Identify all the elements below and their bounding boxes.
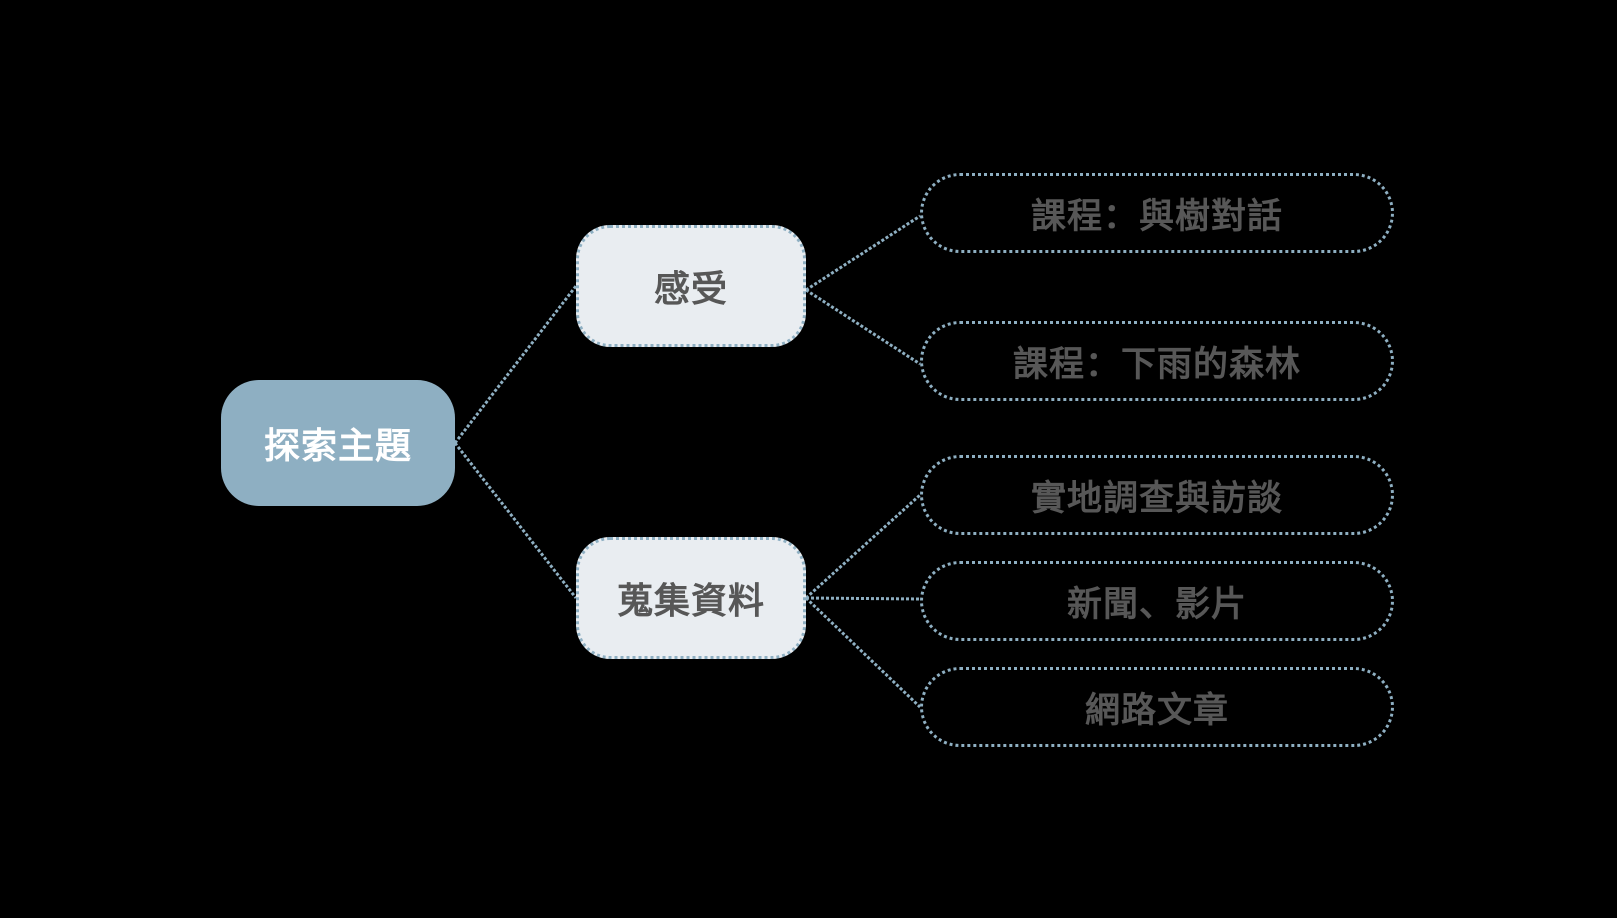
connector-collect-to-leaf-4: [805, 596, 921, 601]
leaf-label: 課程：與樹對話: [1030, 196, 1283, 237]
leaf-node-field-survey[interactable]: 實地調查與訪談: [920, 455, 1394, 535]
leaf-label: 課程：下雨的森林: [1012, 344, 1301, 385]
leaf-label: 網路文章: [1084, 690, 1229, 731]
leaf-node-web-articles[interactable]: 網路文章: [920, 667, 1394, 747]
leaf-node-rainy-forest[interactable]: 課程：下雨的森林: [920, 321, 1394, 401]
root-topic-label: 探索主題: [263, 426, 412, 467]
leaf-node-talk-with-trees[interactable]: 課程：與樹對話: [920, 173, 1394, 253]
leaf-node-news-videos[interactable]: 新聞、影片: [920, 561, 1394, 641]
branch-label-collect: 蒐集資料: [616, 581, 765, 622]
leaf-label: 新聞、影片: [1066, 584, 1247, 625]
connector-feel-to-leaf-2: [805, 288, 921, 366]
connector-feel-to-leaf-1: [805, 214, 921, 292]
leaf-label: 實地調查與訪談: [1030, 478, 1283, 519]
connector-collect-to-leaf-5: [804, 596, 922, 709]
connector-root-to-feel: [453, 285, 578, 444]
connector-root-to-collect: [453, 442, 578, 599]
branch-node-feel[interactable]: 感受: [576, 225, 806, 347]
root-topic-node[interactable]: 探索主題: [221, 380, 455, 506]
branch-label-feel: 感受: [653, 269, 728, 310]
branch-node-collect[interactable]: 蒐集資料: [576, 537, 806, 659]
connector-collect-to-leaf-3: [804, 493, 922, 600]
